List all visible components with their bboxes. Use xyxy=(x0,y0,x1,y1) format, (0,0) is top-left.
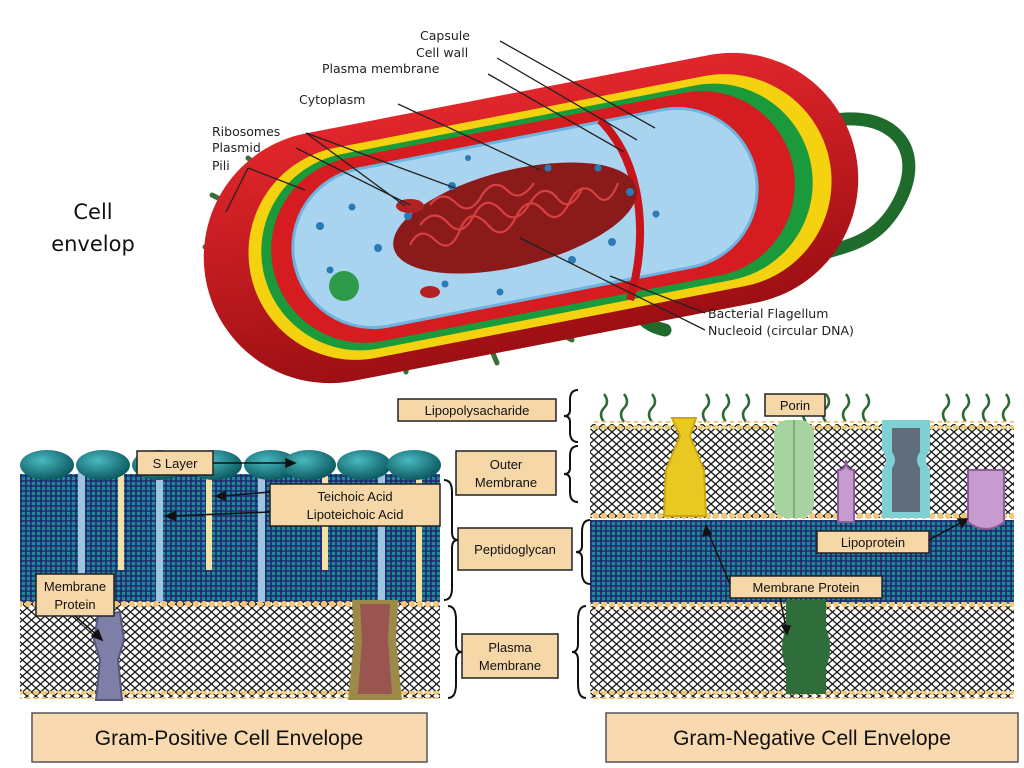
gp-membrane-protein-left xyxy=(92,610,126,701)
label-plasma-membrane-2: Membrane xyxy=(479,658,541,673)
plasmid-small xyxy=(420,286,440,298)
gp-membrane-protein-right-core xyxy=(358,604,392,694)
label-pili: Pili xyxy=(212,158,230,173)
label-nucleoid: Nucleoid (circular DNA) xyxy=(708,323,854,338)
gn-arrows xyxy=(701,518,969,636)
label-plasmid: Plasmid xyxy=(212,140,261,155)
gp-membrane-heads-bottom xyxy=(20,691,440,699)
side-caption: Cell envelop xyxy=(38,196,148,260)
ribosomes xyxy=(316,155,660,296)
cut-edge xyxy=(597,117,644,302)
gp-membrane-protein-label-1: Membrane xyxy=(44,579,106,594)
gn-membrane-protein-box xyxy=(729,575,883,599)
gn-porin-label: Porin xyxy=(780,398,810,413)
gn-outer-protein-yellow xyxy=(662,417,708,517)
side-caption-line-1: Cell xyxy=(73,200,113,224)
gn-lipoprotein-right xyxy=(967,469,1005,530)
gram-positive-panel: S Layer Teichoic Acid Lipoteichoic Acid … xyxy=(20,450,441,701)
gp-membrane-protein-label-2: Protein xyxy=(54,597,95,612)
layer-labels: Lipopolysacharide Outer Membrane Peptido… xyxy=(397,389,591,699)
label-plasma-membrane: Plasma membrane xyxy=(322,61,440,76)
gp-s-layer-label: S Layer xyxy=(153,456,198,471)
plasmid xyxy=(396,199,424,213)
gram-positive-title: Gram-Positive Cell Envelope xyxy=(95,727,363,750)
label-cell-wall: Cell wall xyxy=(416,45,468,60)
gp-membrane-protein-box xyxy=(35,573,115,617)
gn-lipoprotein-left xyxy=(837,459,855,523)
gram-negative-title-box xyxy=(605,712,1019,763)
gp-s-layer xyxy=(20,450,441,480)
gp-arrows xyxy=(74,457,297,642)
gn-membrane-protein xyxy=(782,600,830,694)
bacterial-cell xyxy=(202,52,916,384)
label-ribosomes: Ribosomes xyxy=(212,124,280,139)
gp-lipoteichoic-label: Lipoteichoic Acid xyxy=(307,507,404,522)
granule xyxy=(329,271,359,301)
gram-negative-panel: Porin Lipoprotein Membrane Protein xyxy=(590,393,1014,699)
gn-outer-protein-cyan-core xyxy=(892,428,920,512)
label-outer-membrane-1: Outer xyxy=(490,457,523,472)
gp-teichoic-box xyxy=(269,483,441,527)
gn-plasma-heads-bottom xyxy=(590,691,1014,699)
label-lipopolysacharide: Lipopolysacharide xyxy=(425,403,530,418)
gn-lipoprotein-box xyxy=(816,530,930,554)
gn-membrane-protein-label: Membrane Protein xyxy=(753,580,860,595)
cell-leader-lines xyxy=(225,40,706,331)
gp-teichoic-label: Teichoic Acid xyxy=(317,489,392,504)
gn-lipoprotein-label: Lipoprotein xyxy=(841,535,905,550)
side-caption-line-2: envelop xyxy=(51,232,135,256)
gn-lipopolysaccharide xyxy=(599,393,1011,423)
nucleoid xyxy=(393,162,637,274)
label-outer-membrane-2: Membrane xyxy=(475,475,537,490)
layer-braces xyxy=(443,389,591,699)
gp-membrane-heads-top xyxy=(20,600,440,608)
label-peptidoglycan: Peptidoglycan xyxy=(474,542,556,557)
label-bacterial-flagellum: Bacterial Flagellum xyxy=(708,306,828,321)
label-plasma-membrane-1: Plasma xyxy=(488,640,532,655)
gram-positive-title-box xyxy=(31,712,428,763)
label-capsule: Capsule xyxy=(420,28,470,43)
gram-negative-title: Gram-Negative Cell Envelope xyxy=(673,727,951,750)
label-cytoplasm: Cytoplasm xyxy=(299,92,365,107)
gn-porin-box xyxy=(764,393,826,417)
